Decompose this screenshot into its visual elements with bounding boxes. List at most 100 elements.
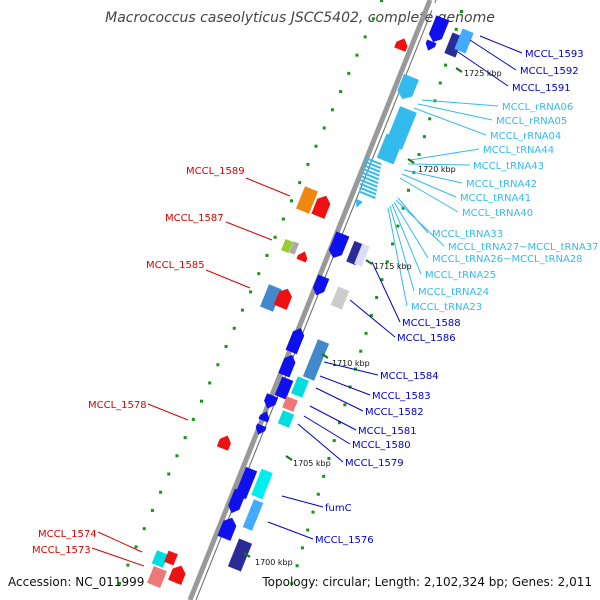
track-dot: [355, 53, 359, 57]
trna-stripe: [362, 167, 380, 177]
track-dot: [339, 90, 343, 94]
track-dot: [454, 27, 458, 31]
trna-stripe: [362, 164, 381, 173]
gene-arrow: [328, 231, 350, 259]
track-dot: [406, 188, 410, 192]
gene-label[interactable]: MCCL_1591: [512, 83, 571, 94]
track-dot: [460, 10, 463, 13]
gene-arrow: [312, 274, 330, 296]
gene-arrow: [428, 15, 450, 43]
track-dot: [200, 399, 203, 403]
gene-label[interactable]: fumC: [325, 503, 352, 514]
gene-block: [288, 241, 300, 255]
tick-label: 1715 kbp: [374, 262, 412, 271]
gene-label[interactable]: MCCL_1588: [402, 318, 461, 329]
gene-arrow: [255, 423, 267, 435]
gene-label[interactable]: MCCL_tRNA27~MCCL_tRNA37: [448, 242, 599, 253]
leader-line: [225, 221, 273, 241]
track-dot: [265, 253, 269, 257]
gene-label[interactable]: MCCL_tRNA26~MCCL_tRNA28: [432, 254, 583, 265]
track-dot: [159, 490, 163, 494]
gene-label[interactable]: MCCL_tRNA44: [483, 145, 554, 156]
gene-label[interactable]: MCCL_tRNA25: [425, 270, 496, 281]
gene-block: [227, 538, 253, 572]
tick-label: 1725 kbp: [464, 69, 502, 78]
track-dot: [298, 181, 302, 185]
track-dot: [118, 581, 122, 585]
track-dot: [167, 472, 171, 476]
gene-label[interactable]: MCCL_tRNA42: [466, 179, 537, 190]
gene-block: [151, 550, 169, 568]
gene-label[interactable]: MCCL_1579: [345, 458, 404, 469]
gene-label[interactable]: MCCL_1585: [146, 260, 205, 271]
gene-label[interactable]: MCCL_rRNA04: [490, 131, 561, 142]
gene-block: [454, 28, 474, 54]
gene-label[interactable]: MCCL_tRNA43: [473, 161, 544, 172]
gene-label[interactable]: MCCL_tRNA33: [432, 229, 503, 240]
leader-line: [397, 197, 429, 234]
leader-line: [401, 173, 457, 198]
gene-label[interactable]: MCCL_tRNA24: [418, 287, 489, 298]
gene-label[interactable]: MCCL_1582: [365, 407, 424, 418]
gene-label[interactable]: MCCL_tRNA40: [462, 208, 533, 219]
gene-label[interactable]: MCCL_1587: [165, 213, 224, 224]
gene-label[interactable]: MCCL_1573: [32, 545, 91, 556]
gene-block: [430, 2, 444, 14]
gene-arrow: [264, 393, 279, 409]
trna-stripe: [358, 190, 376, 199]
gene-label[interactable]: MCCL_1578: [88, 400, 147, 411]
gene-block: [346, 240, 364, 266]
leader-line: [387, 207, 408, 307]
track-dot: [422, 135, 426, 139]
gene-label[interactable]: MCCL_1576: [315, 535, 374, 546]
gene-label[interactable]: MCCL_1583: [372, 391, 431, 402]
gene-label[interactable]: MCCL_tRNA23: [411, 302, 482, 313]
leader-line: [395, 199, 445, 247]
gene-label[interactable]: MCCL_1589: [186, 166, 245, 177]
leader-line: [91, 547, 145, 567]
track-dot: [330, 108, 334, 112]
track-dot: [338, 421, 342, 425]
gene-block: [330, 286, 350, 310]
gene-features: [147, 2, 474, 588]
track-dot: [428, 117, 432, 121]
leader-line: [391, 203, 422, 275]
gene-arrow: [285, 327, 305, 355]
gene-label[interactable]: MCCL_tRNA41: [460, 193, 531, 204]
gene-label[interactable]: MCCL_1574: [38, 529, 97, 540]
track-dot: [417, 153, 421, 157]
track-dot: [208, 381, 212, 385]
trna-stripe: [361, 175, 379, 184]
leader-line: [403, 169, 463, 184]
leader-line: [97, 531, 143, 553]
gene-label[interactable]: MCCL_1584: [380, 371, 439, 382]
trna-stripe: [359, 186, 377, 196]
gene-label[interactable]: MCCL_rRNA06: [502, 102, 573, 113]
track-dot: [314, 144, 318, 148]
gene-label[interactable]: MCCL_1580: [352, 440, 411, 451]
gene-arrow: [228, 488, 247, 514]
track-dot: [281, 217, 285, 221]
tick-label: 1700 kbp: [255, 558, 293, 567]
leader-line: [319, 375, 371, 396]
gene-label[interactable]: MCCL_1586: [397, 333, 456, 344]
leader-line: [323, 361, 379, 376]
gene-label[interactable]: MCCL_1592: [520, 66, 579, 77]
track-dot: [316, 492, 320, 496]
gene-block: [296, 186, 318, 214]
gene-label[interactable]: MCCL_rRNA05: [496, 116, 567, 127]
gene-label[interactable]: MCCL_1581: [358, 426, 417, 437]
gene-block: [277, 410, 295, 428]
gene-block: [274, 376, 294, 400]
gene-label[interactable]: MCCL_1593: [525, 49, 584, 60]
leader-line: [407, 163, 471, 166]
tick-label: 1705 kbp: [293, 459, 331, 468]
leader-line: [245, 177, 291, 197]
track-dot: [273, 235, 277, 239]
gene-block: [147, 566, 167, 588]
leader-line: [205, 269, 251, 289]
leader-line: [371, 261, 401, 323]
track-dot: [401, 206, 405, 210]
leader-line: [349, 299, 396, 338]
